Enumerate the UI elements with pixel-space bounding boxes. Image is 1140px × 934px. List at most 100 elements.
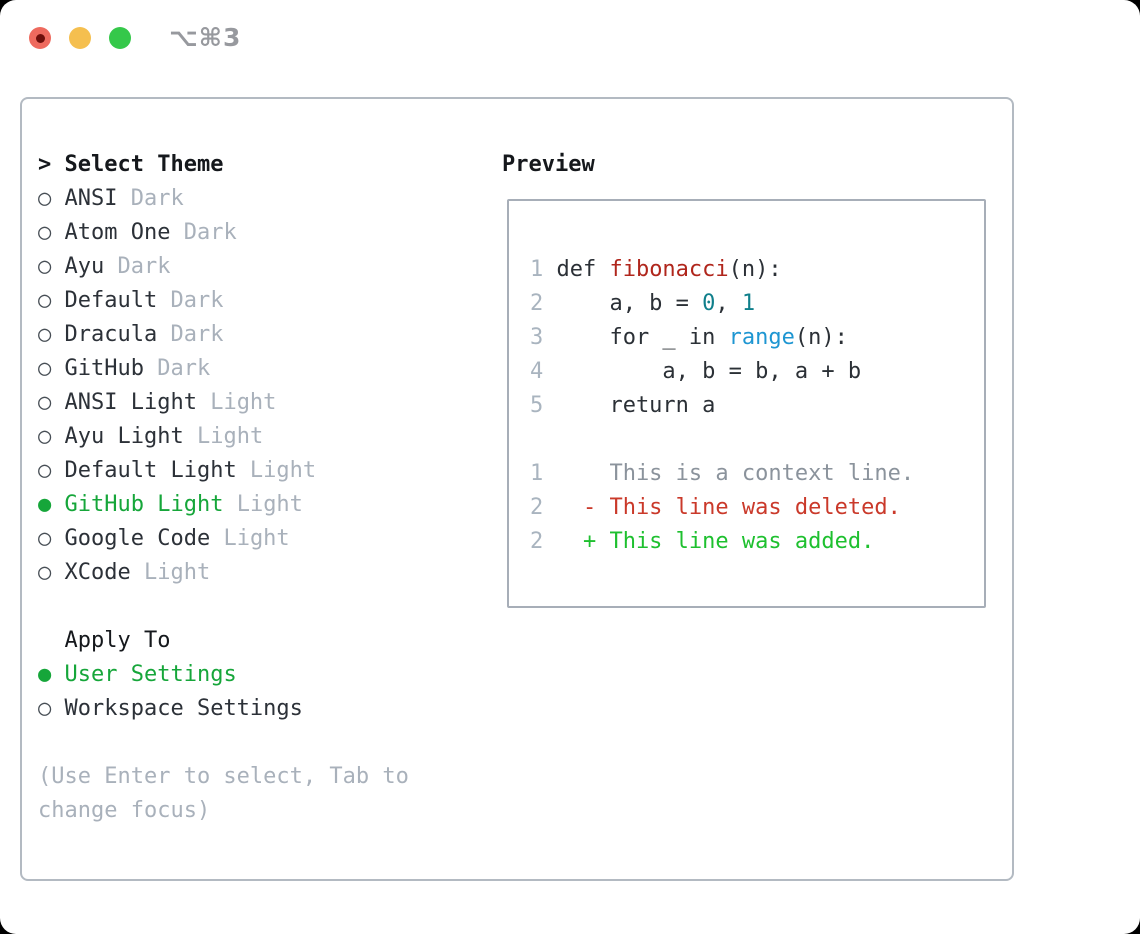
spacer [38, 590, 478, 624]
radio-unselected-icon: ○ [38, 356, 65, 381]
code-segment-default: (n): [794, 325, 848, 350]
code-segment-deleted: - This line was deleted. [556, 495, 901, 520]
theme-option-dracula[interactable]: ○ Dracula Dark [38, 318, 478, 352]
radio-unselected-icon: ○ [38, 390, 65, 415]
theme-option-default-light[interactable]: ○ Default Light Light [38, 454, 478, 488]
close-window-button[interactable] [29, 27, 51, 49]
theme-variant-tag: Dark [117, 186, 184, 211]
code-line [530, 423, 984, 457]
theme-name: ANSI Light [64, 390, 197, 415]
theme-name: XCode [64, 560, 131, 585]
theme-name: GitHub Light [64, 492, 224, 517]
code-segment-default: for _ in [556, 325, 729, 350]
minimize-window-button[interactable] [69, 27, 91, 49]
radio-unselected-icon: ○ [38, 560, 65, 585]
line-number: 5 [530, 393, 544, 418]
line-number: 4 [530, 359, 544, 384]
recording-dot-icon [35, 33, 45, 43]
theme-name: Dracula [64, 322, 158, 347]
apply-to-options-list: ● User Settings○ Workspace Settings [38, 658, 478, 726]
theme-variant-tag: Dark [104, 254, 171, 279]
theme-name: Google Code [64, 526, 211, 551]
code-line: 4 a, b = b, a + b [530, 355, 984, 389]
theme-options-list: ○ ANSI Dark○ Atom One Dark○ Ayu Dark○ De… [38, 182, 478, 590]
code-segment-default: a, b = b, a + b [556, 359, 862, 384]
maximize-window-button[interactable] [109, 27, 131, 49]
code-line: 2 a, b = 0, 1 [530, 287, 984, 321]
theme-option-github-light[interactable]: ● GitHub Light Light [38, 488, 478, 522]
theme-variant-tag: Light [183, 424, 264, 449]
select-theme-header: > Select Theme [38, 148, 478, 182]
theme-picker-panel: > Select Theme ○ ANSI Dark○ Atom One Dar… [20, 97, 1014, 881]
apply-to-header: Apply To [64, 628, 171, 653]
radio-unselected-icon: ○ [38, 526, 65, 551]
apply-option-label: User Settings [64, 662, 237, 687]
spacer [38, 726, 478, 760]
line-number: 1 [530, 461, 544, 486]
theme-option-ayu-light[interactable]: ○ Ayu Light Light [38, 420, 478, 454]
theme-name: ANSI [64, 186, 118, 211]
theme-variant-tag: Light [196, 390, 277, 415]
radio-unselected-icon: ○ [38, 186, 65, 211]
theme-option-default[interactable]: ○ Default Dark [38, 284, 478, 318]
theme-name: Ayu Light [64, 424, 184, 449]
code-segment-default: a, b = [556, 291, 703, 316]
theme-option-ayu[interactable]: ○ Ayu Dark [38, 250, 478, 284]
theme-variant-tag: Light [130, 560, 211, 585]
code-segment-default: , [715, 291, 742, 316]
titlebar: ⌥⌘3 [29, 23, 242, 52]
apply-option-label: Workspace Settings [64, 696, 303, 721]
theme-name: Default [64, 288, 158, 313]
line-number: 2 [530, 495, 544, 520]
theme-variant-tag: Light [210, 526, 290, 551]
theme-name: Atom One [64, 220, 171, 245]
code-line: 1 This is a context line. [530, 457, 984, 491]
theme-variant-tag: Dark [157, 322, 224, 347]
radio-unselected-icon: ○ [38, 288, 65, 313]
theme-option-atom-one[interactable]: ○ Atom One Dark [38, 216, 478, 250]
hint-text: (Use Enter to select, Tab to change focu… [38, 764, 409, 823]
code-segment-default: (n): [728, 257, 782, 282]
theme-option-ansi-light[interactable]: ○ ANSI Light Light [38, 386, 478, 420]
code-line: 5 return a [530, 389, 984, 423]
theme-variant-tag: Dark [143, 356, 211, 381]
line-number: 2 [530, 529, 544, 554]
apply-option-user-settings[interactable]: ● User Settings [38, 658, 478, 692]
radio-unselected-icon: ○ [38, 424, 65, 449]
radio-unselected-icon: ○ [38, 220, 65, 245]
radio-unselected-icon: ○ [38, 458, 65, 483]
theme-name: GitHub [64, 356, 144, 381]
code-segment-number: 1 [741, 291, 756, 316]
code-segment-default: def [556, 257, 610, 282]
theme-variant-tag: Dark [157, 288, 224, 313]
theme-option-github[interactable]: ○ GitHub Dark [38, 352, 478, 386]
theme-variant-tag: Light [223, 492, 303, 517]
select-theme-header-label: Select Theme [64, 152, 224, 177]
code-line: 2 - This line was deleted. [530, 491, 984, 525]
code-segment-function: fibonacci [609, 257, 729, 282]
focus-cursor-icon: > [38, 152, 65, 177]
code-line: 2 + This line was added. [530, 525, 984, 559]
radio-selected-icon: ● [38, 492, 65, 517]
theme-name: Ayu [64, 254, 105, 279]
theme-variant-tag: Light [236, 458, 317, 483]
apply-option-workspace-settings[interactable]: ○ Workspace Settings [38, 692, 478, 726]
line-number: 2 [530, 291, 544, 316]
theme-option-xcode[interactable]: ○ XCode Light [38, 556, 478, 590]
code-segment-builtin: range [728, 325, 795, 350]
code-segment-default: return a [556, 393, 716, 418]
code-segment-context: This is a context line. [556, 461, 915, 486]
line-number: 3 [530, 325, 544, 350]
radio-unselected-icon: ○ [38, 696, 65, 721]
theme-option-google-code[interactable]: ○ Google Code Light [38, 522, 478, 556]
radio-selected-icon: ● [38, 662, 65, 687]
preview-header: Preview [502, 152, 595, 177]
radio-unselected-icon: ○ [38, 322, 65, 347]
theme-option-ansi[interactable]: ○ ANSI Dark [38, 182, 478, 216]
line-number: 1 [530, 257, 544, 282]
window-shortcut-label: ⌥⌘3 [169, 23, 242, 52]
code-segment-number: 0 [702, 291, 716, 316]
